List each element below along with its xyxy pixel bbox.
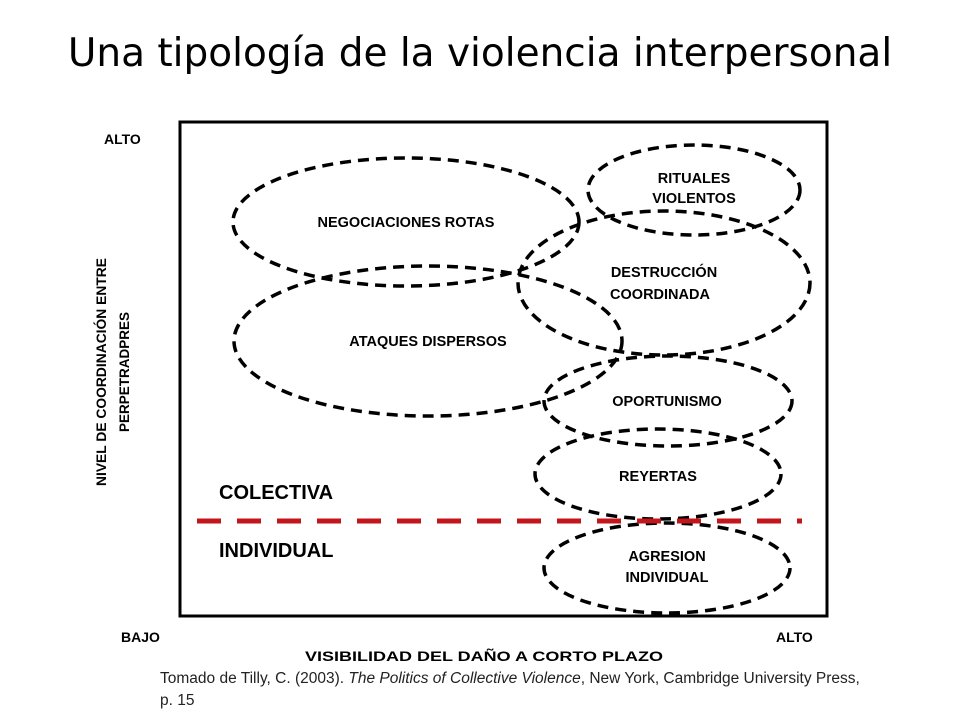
y-axis-high-label: ALTO [104, 131, 141, 147]
label-agresion-line2: INDIVIDUAL [626, 570, 709, 586]
ellipse-destruccion-coordinada [516, 209, 812, 357]
y-axis-title: NIVEL DE COORDINACIÓN ENTRE PERPETRADPRE… [92, 258, 132, 486]
region-label-colectiva: COLECTIVA [219, 482, 333, 504]
label-rituales-line2: VIOLENTOS [652, 191, 736, 207]
x-axis-high-label: ALTO [776, 629, 813, 645]
label-agresion-line1: AGRESION [628, 549, 705, 565]
label-rituales-line1: RITUALES [658, 171, 731, 187]
ellipse-reyertas [533, 427, 783, 521]
ellipse-ataques-dispersos [232, 264, 624, 418]
region-label-individual: INDIVIDUAL [219, 540, 333, 562]
source-citation: Tomado de Tilly, C. (2003). The Politics… [160, 668, 860, 712]
x-axis-low-label: BAJO [121, 629, 160, 645]
slide-title: Una tipología de la violencia interperso… [67, 31, 893, 76]
diagram-frame [178, 120, 829, 618]
y-axis-title-line1: NIVEL DE COORDINACIÓN ENTRE [92, 258, 109, 486]
ellipse-negociaciones-rotas [231, 156, 581, 288]
ellipse-oportunismo [542, 354, 794, 448]
x-axis-title: VISIBILIDAD DEL DAÑO A CORTO PLAZO [305, 647, 663, 664]
y-axis-title-line2: PERPETRADPRES [116, 312, 132, 432]
label-destruccion-line1: DESTRUCCIÓN [611, 263, 717, 281]
ellipse-rituales-violentos [586, 143, 802, 237]
label-negociaciones-rotas: NEGOCIACIONES ROTAS [318, 215, 495, 231]
label-reyertas: REYERTAS [619, 469, 697, 485]
label-oportunismo: OPORTUNISMO [612, 394, 722, 410]
label-destruccion-line2: COORDINADA [610, 287, 710, 303]
citation-prefix: Tomado de Tilly, C. (2003). [160, 670, 349, 687]
citation-suffix: , New York, Cambridge University Press, … [160, 670, 860, 709]
citation-work-title: The Politics of Collective Violence [348, 670, 581, 687]
ellipse-agresion-individual [542, 521, 792, 615]
label-ataques-dispersos: ATAQUES DISPERSOS [349, 334, 507, 350]
